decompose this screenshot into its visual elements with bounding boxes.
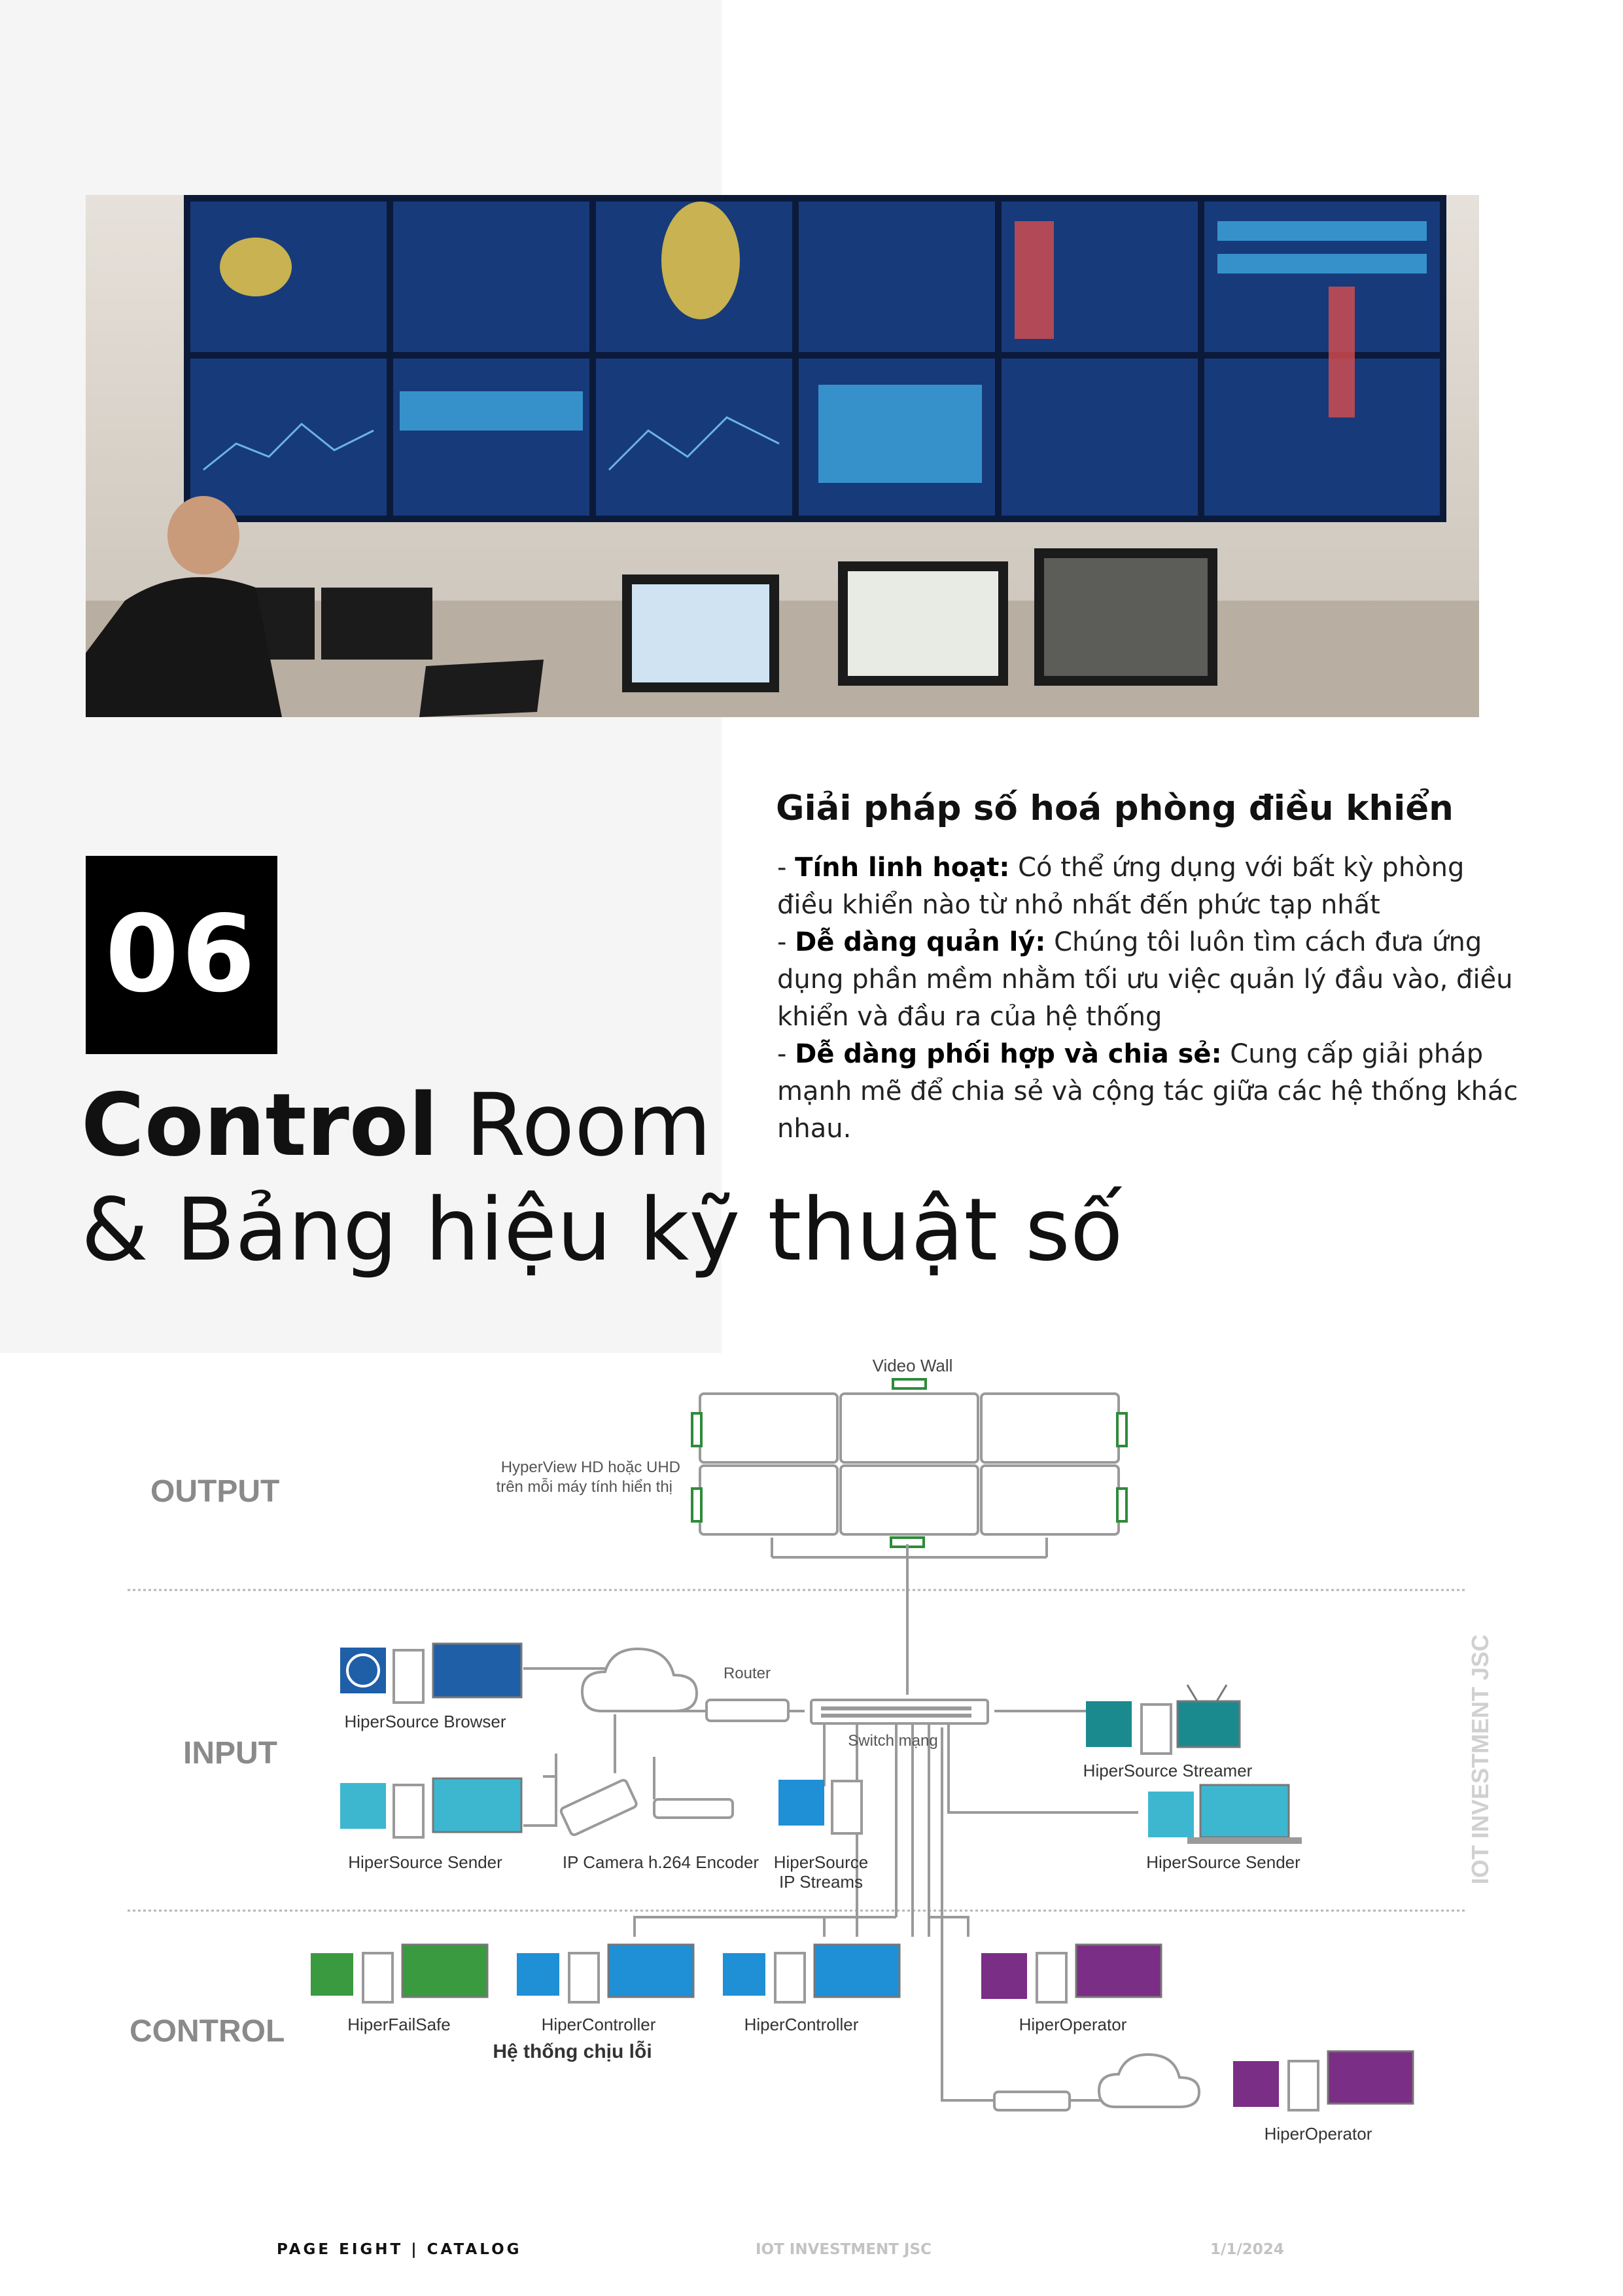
tv-icon: [1176, 1700, 1241, 1748]
monitor-icon: [1075, 1943, 1162, 1998]
refresh-icon: [517, 1953, 559, 1996]
pc-tower-icon: [568, 1952, 600, 2004]
footer-company: IOT INVESTMENT JSC: [756, 2241, 932, 2258]
remote-router-icon: [993, 2091, 1071, 2111]
ipstreams-label-2: IP Streams: [779, 1872, 863, 1892]
intro-body: - Tính linh hoạt: Có thể ứng dụng với bấ…: [777, 849, 1523, 1148]
video-wall-label: Video Wall: [873, 1356, 953, 1375]
camera-label: IP Camera h.264 Encoder: [563, 1852, 759, 1872]
hiperfailsafe-device: [311, 1943, 489, 2004]
failsafe-label: HiperFailSafe: [347, 2015, 451, 2034]
cloud-icon: [1097, 2053, 1201, 2108]
ipstreams-label-1: HiperSource: [774, 1852, 869, 1872]
browser-label: HiperSource Browser: [344, 1712, 506, 1731]
pc-tower-icon: [831, 1780, 863, 1835]
monitor-icon: [813, 1943, 901, 1998]
streamer-label: HiperSource Streamer: [1083, 1761, 1253, 1780]
footer-page-label: PAGE EIGHT | CATALOG: [277, 2241, 522, 2258]
pc-tower-icon: [393, 1649, 425, 1704]
hipersource-browser-device: [340, 1642, 523, 1704]
intro-item-text: Chúng tôi luôn tìm cách đưa ứng dụng phầ…: [777, 927, 1513, 1032]
hipersource-sender-right-device: [1148, 1784, 1302, 1844]
ip-camera-device: [559, 1778, 734, 1837]
pc-tower-icon: [362, 1952, 394, 2004]
operator-icon: [981, 1953, 1027, 1999]
hiperoperator-device-2: [1233, 2050, 1414, 2111]
laptop-icon: [1199, 1784, 1290, 1839]
pc-tower-icon: [1036, 1952, 1068, 2004]
title-line-1: Control Room: [81, 1073, 1123, 1178]
hipercontroller-device-2: [723, 1943, 901, 2004]
hipercontroller-device-1: [517, 1943, 695, 2004]
intro-item-label: Tính linh hoạt:: [795, 853, 1010, 883]
hiperoperator-device-1: [981, 1943, 1162, 2004]
monitor-icon: [401, 1943, 489, 1998]
intro-heading: Giải pháp số hoá phòng điều khiển: [776, 788, 1454, 828]
encoder-icon: [653, 1798, 734, 1819]
pc-tower-icon: [1140, 1703, 1172, 1755]
screen-icon: [1148, 1792, 1194, 1837]
intro-item: - Dễ dàng quản lý: Chúng tôi luôn tìm cá…: [777, 927, 1513, 1032]
hipersource-sender-left-device: [340, 1777, 523, 1839]
section-label-output: OUTPUT: [150, 1474, 279, 1509]
network-switch-icon: [810, 1699, 989, 1725]
operator-1-label: HiperOperator: [1019, 2015, 1127, 2034]
section-number-badge: 06: [86, 856, 277, 1054]
cloud-icon: [580, 1647, 699, 1712]
intro-item: - Dễ dàng phối hợp và chia sẻ: Cung cấp …: [777, 1039, 1518, 1144]
hyperview-label-2: trên mỗi máy tính hiển thị: [497, 1478, 672, 1496]
sender-right-label: HiperSource Sender: [1146, 1852, 1300, 1872]
monitor-icon: [1327, 2050, 1414, 2105]
section-number: 06: [105, 893, 258, 1016]
switch-label: Switch mạng: [848, 1732, 937, 1750]
controller-1-label: HiperController: [542, 2015, 656, 2034]
controller-2-label: HiperController: [744, 2015, 859, 2034]
intro-item: - Tính linh hoạt: Có thể ứng dụng với bấ…: [777, 853, 1465, 920]
video-camera-icon: [778, 1780, 824, 1826]
film-icon: [1086, 1701, 1132, 1747]
monitor-icon: [432, 1642, 523, 1699]
router-label: Router: [724, 1665, 771, 1682]
refresh-icon: [723, 1953, 765, 1996]
fault-tolerant-label: Hệ thống chịu lỗi: [493, 2040, 652, 2062]
footer-date: 1/1/2024: [1210, 2241, 1284, 2258]
intro-item-label: Dễ dàng quản lý:: [795, 927, 1046, 957]
intro-item-text: Có thể ứng dụng với bất kỳ phòng điều kh…: [777, 853, 1465, 920]
sender-left-label: HiperSource Sender: [348, 1852, 502, 1872]
monitor-icon: [432, 1777, 523, 1833]
system-diagram: OUTPUT INPUT CONTROL IOT INVESTMENT JSC …: [128, 1356, 1493, 2144]
shield-icon: [311, 1953, 353, 1996]
intro-item-label: Dễ dàng phối hợp và chia sẻ:: [795, 1039, 1222, 1069]
watermark: IOT INVESTMENT JSC: [1467, 1634, 1493, 1884]
intro-item-text: Cung cấp giải pháp mạnh mẽ để chia sẻ và…: [777, 1039, 1518, 1144]
pc-tower-icon: [774, 1952, 806, 2004]
hipersource-ipstreams-device: [778, 1780, 863, 1835]
page-title: Control Room & Bảng hiệu kỹ thuật số: [81, 1073, 1123, 1282]
camera-icon: [559, 1778, 638, 1837]
operator-icon: [1233, 2061, 1279, 2107]
screen-icon: [340, 1783, 386, 1829]
section-label-control: CONTROL: [130, 2014, 285, 2049]
video-wall: [699, 1392, 1120, 1559]
operator-2-label: HiperOperator: [1265, 2124, 1372, 2144]
pc-tower-icon: [1287, 2060, 1319, 2111]
section-label-input: INPUT: [183, 1736, 277, 1771]
switch-ports: [821, 1706, 971, 1718]
hyperview-connector: [691, 1378, 1128, 1548]
monitor-icon: [607, 1943, 695, 1998]
pc-tower-icon: [393, 1784, 425, 1839]
control-room-photo: [86, 195, 1479, 717]
router-icon: [705, 1699, 790, 1722]
title-bold: Control: [81, 1075, 438, 1176]
hyperview-label-1: HyperView HD hoặc UHD: [501, 1458, 680, 1476]
title-line-2: & Bảng hiệu kỹ thuật số: [81, 1180, 1123, 1280]
title-rest: Room: [438, 1075, 712, 1176]
hipersource-streamer-device: [1086, 1684, 1241, 1755]
